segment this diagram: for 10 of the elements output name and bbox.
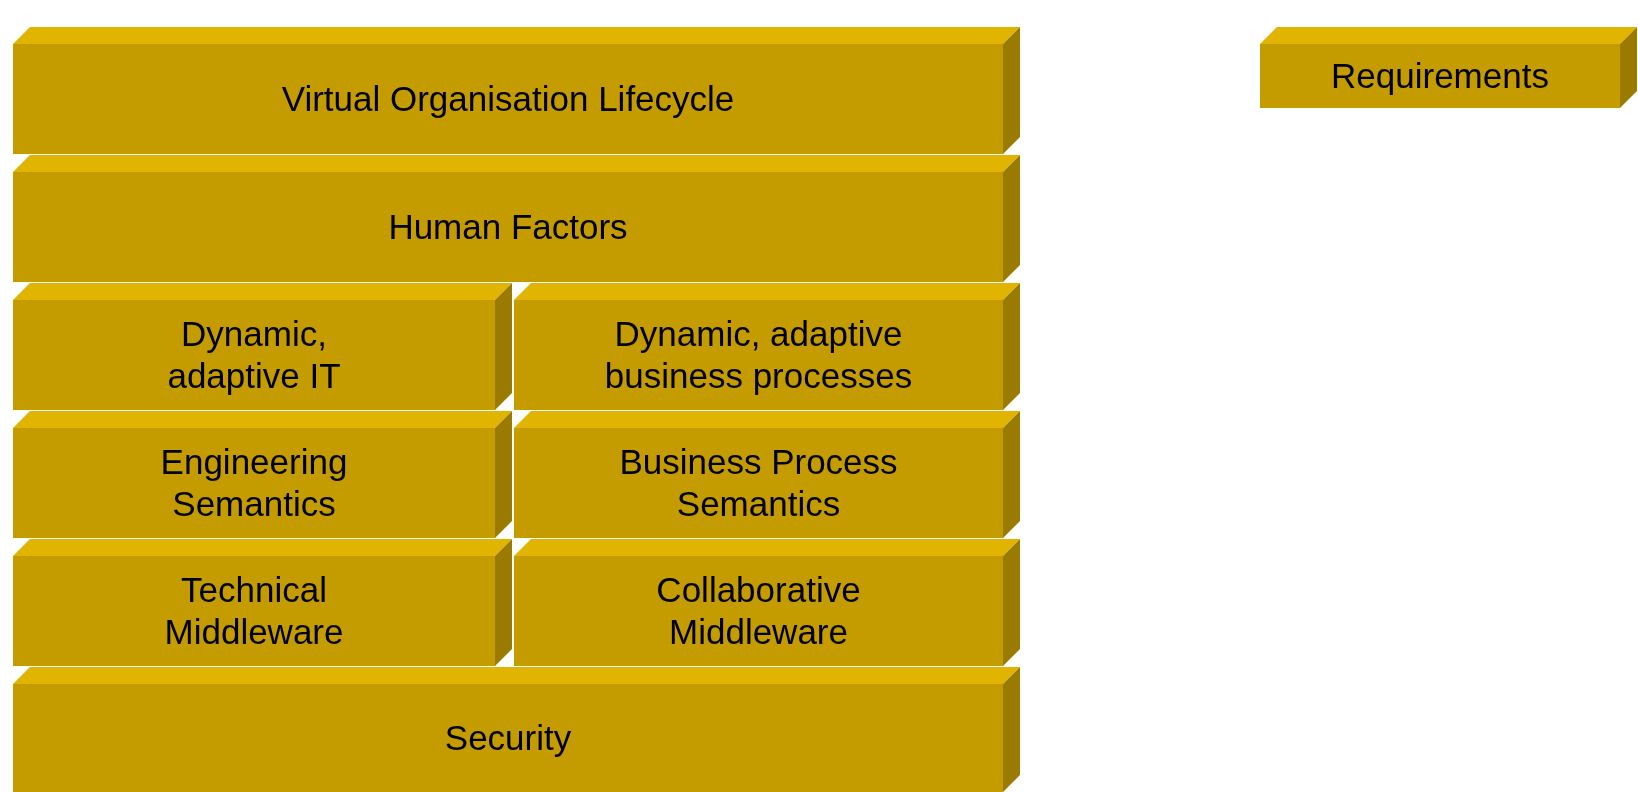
layer-label: Human Factors [388, 206, 628, 248]
layer-label: Dynamic, adaptive IT [166, 313, 342, 397]
layer-label: Requirements [1331, 55, 1549, 97]
layer-label: Technical Middleware [163, 569, 345, 653]
layer-label: Dynamic, adaptive business processes [603, 313, 914, 397]
layer-label: Business Process Semantics [618, 441, 899, 525]
layer-label: Engineering Semantics [159, 441, 349, 525]
layer-label: Security [444, 717, 572, 759]
layer-label: Virtual Organisation Lifecycle [281, 78, 735, 120]
layer-label: Collaborative Middleware [655, 569, 862, 653]
